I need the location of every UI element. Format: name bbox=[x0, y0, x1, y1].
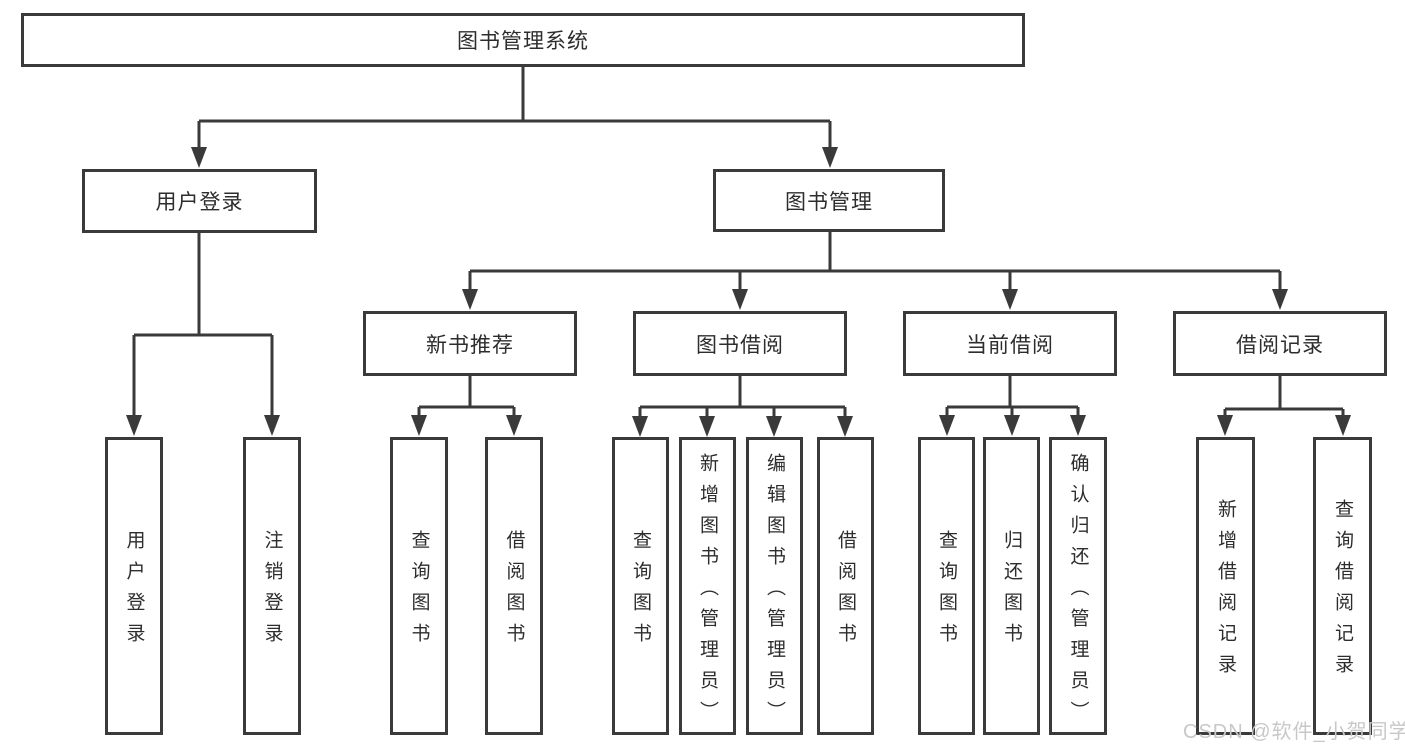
leaf-confirm-return-admin: 确认归还（管理员） bbox=[1049, 437, 1107, 735]
leaf-logout: 注销登录 bbox=[243, 437, 301, 735]
arrowheads bbox=[126, 147, 1351, 437]
node-label: 借阅图书 bbox=[835, 530, 856, 654]
arrow-down-icon bbox=[632, 416, 648, 437]
node-label: 新书推荐 bbox=[426, 333, 514, 357]
node-borrowing-records: 借阅记录 bbox=[1173, 311, 1387, 376]
arrow-down-icon bbox=[411, 415, 427, 436]
leaf-query-books: 查询图书 bbox=[918, 437, 975, 735]
arrow-down-icon bbox=[939, 415, 955, 436]
node-label: 查询借阅记录 bbox=[1332, 499, 1353, 685]
arrow-down-icon bbox=[1217, 415, 1233, 436]
node-label: 当前借阅 bbox=[966, 333, 1054, 357]
node-user-login-group: 用户登录 bbox=[82, 169, 317, 233]
leaf-borrow-books: 借阅图书 bbox=[817, 437, 874, 735]
leaf-query-books: 查询图书 bbox=[612, 437, 669, 735]
arrow-down-icon bbox=[1070, 415, 1086, 436]
node-label: 新增图书（管理员） bbox=[697, 452, 718, 732]
node-label: 用户登录 bbox=[123, 530, 145, 654]
node-book-management: 图书管理 bbox=[713, 169, 945, 232]
leaf-query-books: 查询图书 bbox=[390, 437, 448, 735]
leaf-borrow-books: 借阅图书 bbox=[485, 437, 543, 735]
node-label: 注销登录 bbox=[261, 530, 283, 654]
node-current-borrowing: 当前借阅 bbox=[903, 311, 1117, 376]
node-label: 确认归还（管理员） bbox=[1067, 452, 1089, 732]
leaf-add-borrow-record: 新增借阅记录 bbox=[1196, 437, 1255, 735]
leaf-edit-books-admin: 编辑图书（管理员） bbox=[746, 437, 803, 735]
node-book-borrowing: 图书借阅 bbox=[633, 311, 847, 376]
arrow-down-icon bbox=[766, 416, 782, 437]
arrow-down-icon bbox=[462, 289, 478, 310]
arrow-down-icon bbox=[191, 147, 207, 168]
leaf-add-books-admin: 新增图书（管理员） bbox=[679, 437, 736, 735]
node-label: 借阅记录 bbox=[1236, 333, 1324, 357]
node-new-book-recommendation: 新书推荐 bbox=[363, 311, 577, 376]
csdn-watermark: CSDN @软件_小贺同学 bbox=[1183, 721, 1405, 743]
arrow-down-icon bbox=[1002, 289, 1018, 310]
node-label: 查询图书 bbox=[936, 530, 957, 654]
leaf-return-books: 归还图书 bbox=[983, 437, 1040, 735]
arrow-down-icon bbox=[264, 415, 280, 436]
node-label: 归还图书 bbox=[1001, 530, 1022, 654]
node-label: 图书管理系统 bbox=[457, 30, 589, 53]
arrow-down-icon bbox=[1335, 415, 1351, 436]
node-label: 用户登录 bbox=[155, 191, 244, 214]
connector-lines bbox=[132, 67, 1345, 422]
node-label: 新增借阅记录 bbox=[1215, 499, 1236, 685]
arrow-down-icon bbox=[506, 415, 522, 436]
arrow-down-icon bbox=[837, 416, 853, 437]
leaf-user-login: 用户登录 bbox=[105, 437, 163, 735]
node-label: 查询图书 bbox=[630, 530, 651, 654]
node-label: 图书管理 bbox=[785, 190, 873, 214]
node-label: 借阅图书 bbox=[503, 530, 525, 654]
arrow-down-icon bbox=[126, 415, 142, 436]
node-label: 编辑图书（管理员） bbox=[764, 452, 785, 732]
node-label: 查询图书 bbox=[408, 530, 430, 654]
node-library-management-system: 图书管理系统 bbox=[21, 13, 1025, 67]
arrow-down-icon bbox=[699, 416, 715, 437]
arrow-down-icon bbox=[732, 289, 748, 310]
arrow-down-icon bbox=[1272, 289, 1288, 310]
leaf-query-borrow-record: 查询借阅记录 bbox=[1313, 437, 1372, 735]
arrow-down-icon bbox=[1004, 415, 1020, 436]
node-label: 图书借阅 bbox=[696, 333, 784, 357]
arrow-down-icon bbox=[822, 147, 838, 168]
